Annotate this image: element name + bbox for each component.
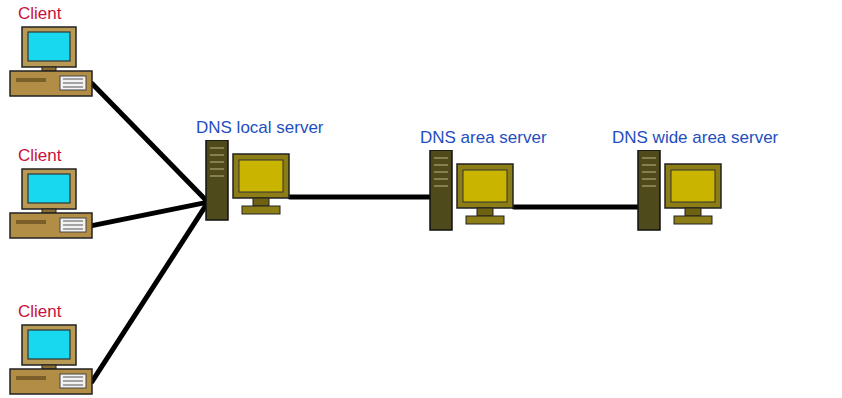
network-link bbox=[92, 202, 208, 225]
network-link bbox=[92, 202, 208, 381]
node-label: DNS wide area server bbox=[612, 128, 781, 148]
network-link bbox=[92, 84, 208, 203]
server-computer-icon bbox=[636, 150, 724, 234]
network-link bbox=[514, 205, 637, 210]
server-computer-icon bbox=[204, 140, 292, 224]
server-computer-icon bbox=[428, 150, 516, 234]
node-label: DNS area server bbox=[420, 128, 549, 148]
client-node: Client bbox=[8, 146, 96, 240]
node-label: Client bbox=[18, 4, 96, 24]
client-node: Client bbox=[8, 302, 96, 396]
client-node: Client bbox=[8, 4, 96, 98]
client-computer-icon bbox=[8, 26, 94, 98]
client-computer-icon bbox=[8, 324, 94, 396]
server-node: DNS local server bbox=[196, 118, 326, 224]
server-node: DNS wide area server bbox=[612, 128, 781, 234]
client-computer-icon bbox=[8, 168, 94, 240]
node-label: Client bbox=[18, 302, 96, 322]
node-label: DNS local server bbox=[196, 118, 326, 138]
node-label: Client bbox=[18, 146, 96, 166]
network-link bbox=[290, 195, 429, 200]
server-node: DNS area server bbox=[420, 128, 549, 234]
